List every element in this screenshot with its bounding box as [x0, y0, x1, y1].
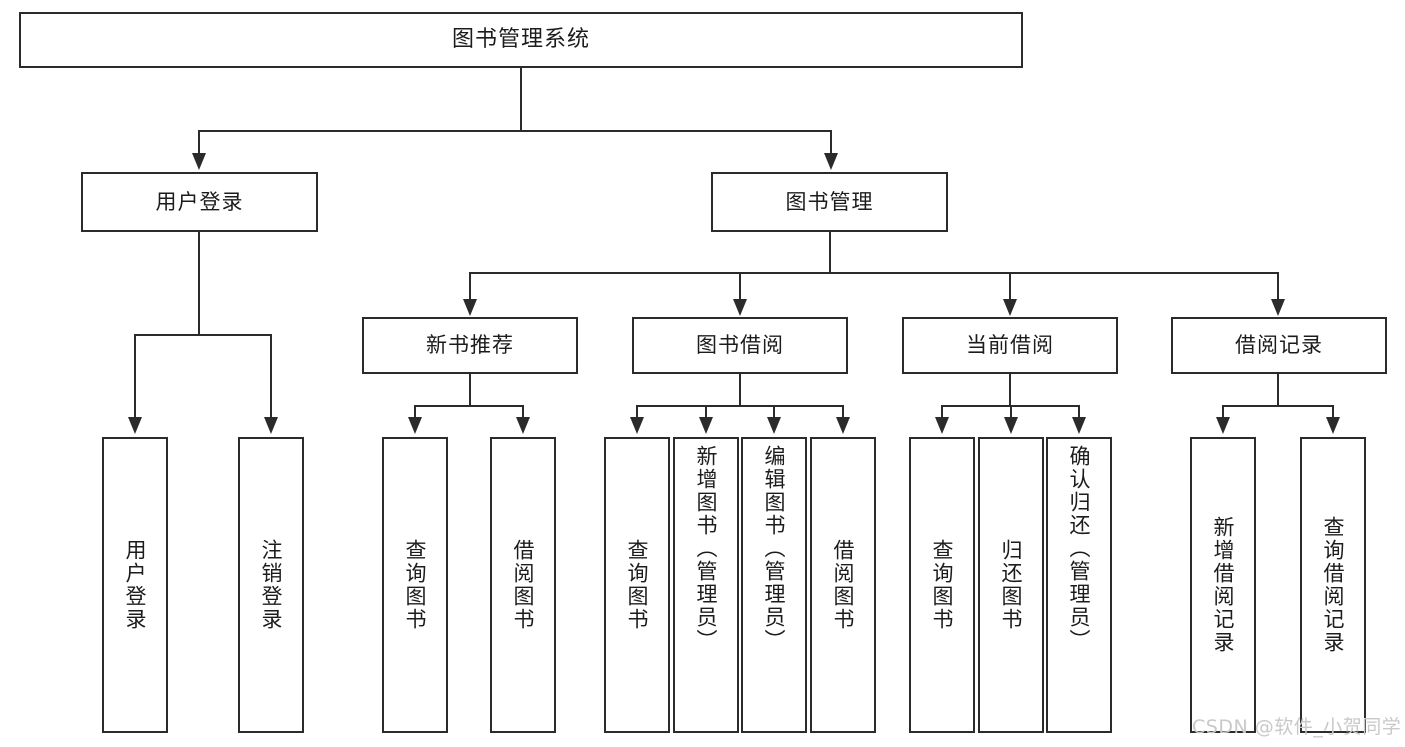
node-label: 查询图书	[625, 539, 650, 631]
arrow-bookmgmt-to-l3-2	[733, 299, 747, 316]
arrow-currentborrow-to-leaf2	[1004, 417, 1018, 434]
node-label: 新书推荐	[426, 333, 514, 357]
connector-bookborrow-to-leaf3	[773, 405, 775, 418]
arrow-bookborrow-to-leaf4	[836, 417, 850, 434]
node-book-borrow[interactable]: 图书借阅	[632, 317, 848, 374]
connector-userlogin-bus	[134, 334, 272, 336]
node-book-management[interactable]: 图书管理	[711, 172, 948, 232]
node-label: 图书管理	[785, 189, 874, 214]
node-label: 确认归还（管理员）	[1067, 445, 1092, 652]
arrow-bookborrow-to-leaf2	[699, 417, 713, 434]
connector-bookborrow-bus	[636, 405, 844, 407]
node-label: 查询借阅记录	[1321, 516, 1346, 654]
connector-root-stem	[520, 68, 522, 131]
node-root-system[interactable]: 图书管理系统	[19, 12, 1023, 68]
connector-userlogin-to-leaf1	[134, 334, 136, 418]
connector-root-bus	[198, 130, 832, 132]
node-label: 当前借阅	[966, 333, 1054, 357]
leaf-query-borrow-record[interactable]: 查询借阅记录	[1300, 437, 1366, 733]
leaf-borrow-book-recommend[interactable]: 借阅图书	[490, 437, 556, 733]
arrow-userlogin-to-leaf1	[128, 417, 142, 434]
leaf-borrow-book[interactable]: 借阅图书	[810, 437, 876, 733]
connector-userlogin-stem	[198, 232, 200, 335]
node-label: 图书借阅	[696, 333, 784, 357]
csdn-watermark: CSDN @软件_小贺同学	[1192, 716, 1402, 738]
connector-bookmgmt-stem	[829, 232, 831, 273]
node-label: 用户登录	[155, 189, 244, 214]
arrow-currentborrow-to-leaf1	[935, 417, 949, 434]
node-current-borrow[interactable]: 当前借阅	[902, 317, 1118, 374]
connector-bookmgmt-to-l3-4	[1277, 272, 1279, 300]
arrow-bookmgmt-to-l3-4	[1271, 299, 1285, 316]
connector-newbook-to-leaf1	[414, 405, 416, 418]
node-label: 查询图书	[403, 539, 428, 631]
node-label: 借阅图书	[511, 539, 536, 631]
arrow-borrowrecord-to-leaf1	[1216, 417, 1230, 434]
connector-bookmgmt-to-l3-2	[739, 272, 741, 300]
leaf-add-book-admin[interactable]: 新增图书（管理员）	[673, 437, 739, 733]
arrow-bookborrow-to-leaf3	[767, 417, 781, 434]
leaf-logout[interactable]: 注销登录	[238, 437, 304, 733]
connector-bookmgmt-to-l3-1	[469, 272, 471, 300]
leaf-edit-book-admin[interactable]: 编辑图书（管理员）	[741, 437, 807, 733]
leaf-user-login[interactable]: 用户登录	[102, 437, 168, 733]
arrow-userlogin-to-leaf2	[264, 417, 278, 434]
arrow-bookmgmt-to-l3-3	[1003, 299, 1017, 316]
arrow-currentborrow-to-leaf3	[1072, 417, 1086, 434]
leaf-return-book[interactable]: 归还图书	[978, 437, 1044, 733]
node-label: 归还图书	[999, 539, 1024, 631]
connector-currentborrow-to-leaf3	[1078, 405, 1080, 418]
connector-borrowrecord-to-leaf1	[1222, 405, 1224, 418]
connector-newbook-stem	[469, 374, 471, 406]
connector-bookborrow-to-leaf1	[636, 405, 638, 418]
connector-bookborrow-to-leaf2	[705, 405, 707, 418]
node-label: 借阅图书	[831, 539, 856, 631]
arrow-borrowrecord-to-leaf2	[1326, 417, 1340, 434]
node-label: 图书管理系统	[451, 27, 590, 52]
connector-bookmgmt-to-l3-3	[1009, 272, 1011, 300]
leaf-query-book-recommend[interactable]: 查询图书	[382, 437, 448, 733]
node-label: 用户登录	[123, 539, 148, 631]
arrow-root-to-userlogin	[192, 153, 206, 170]
connector-currentborrow-to-leaf1	[941, 405, 943, 418]
node-new-book-recommend[interactable]: 新书推荐	[362, 317, 578, 374]
connector-userlogin-to-leaf2	[270, 334, 272, 418]
leaf-query-book-current[interactable]: 查询图书	[909, 437, 975, 733]
node-borrow-record[interactable]: 借阅记录	[1171, 317, 1387, 374]
node-label: 新增图书（管理员）	[694, 445, 719, 652]
connector-borrowrecord-stem	[1277, 374, 1279, 406]
node-label: 编辑图书（管理员）	[762, 445, 787, 652]
node-label: 新增借阅记录	[1211, 516, 1236, 654]
connector-currentborrow-stem	[1009, 374, 1011, 406]
arrow-bookborrow-to-leaf1	[630, 417, 644, 434]
node-label: 注销登录	[259, 539, 284, 631]
arrow-bookmgmt-to-l3-1	[463, 299, 477, 316]
connector-bookmgmt-bus	[469, 272, 1277, 274]
connector-root-to-userlogin	[198, 130, 200, 155]
connector-currentborrow-to-leaf2	[1010, 405, 1012, 418]
arrow-newbook-to-leaf1	[408, 417, 422, 434]
connector-bookborrow-stem	[739, 374, 741, 406]
leaf-confirm-return-admin[interactable]: 确认归还（管理员）	[1046, 437, 1112, 733]
leaf-add-borrow-record[interactable]: 新增借阅记录	[1190, 437, 1256, 733]
arrow-root-to-bookmgmt	[824, 153, 838, 170]
connector-newbook-bus	[414, 405, 524, 407]
connector-bookborrow-to-leaf4	[842, 405, 844, 418]
node-label: 查询图书	[930, 539, 955, 631]
node-user-login[interactable]: 用户登录	[81, 172, 318, 232]
connector-newbook-to-leaf2	[522, 405, 524, 418]
node-label: 借阅记录	[1235, 333, 1323, 357]
connector-borrowrecord-bus	[1222, 405, 1334, 407]
leaf-query-book-borrow[interactable]: 查询图书	[604, 437, 670, 733]
arrow-newbook-to-leaf2	[516, 417, 530, 434]
connector-borrowrecord-to-leaf2	[1332, 405, 1334, 418]
connector-root-to-bookmgmt	[830, 130, 832, 155]
